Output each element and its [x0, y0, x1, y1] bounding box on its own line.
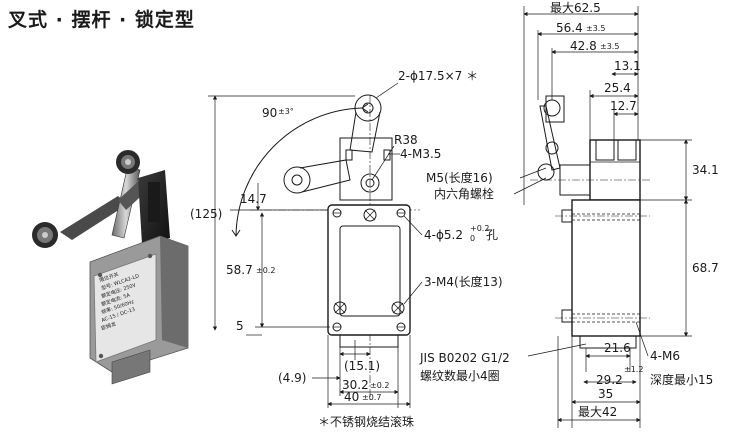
angle-tolerance: ±3° [278, 107, 294, 116]
dim-max-62-5: 最大62.5 [550, 1, 601, 15]
side-dimensions: 最大62.5 56.4 ±3.5 42.8 ±3.5 13.1 25.4 12.… [419, 1, 719, 428]
r38-label: R38 [394, 133, 418, 147]
dim-max-42: 最大42 [578, 405, 617, 419]
product-photo: 限位开关 型号: WLCA2-LD 额定电压: 250V 额定电流: 5A 频率… [32, 150, 189, 385]
jis-label-2: 螺纹数最小4圈 [420, 368, 500, 383]
dim-13-1: 13.1 [614, 59, 641, 73]
hole-tol-upper: +0.2 [470, 224, 489, 233]
m6-label: 4-M6 [650, 349, 680, 363]
nameplate-line: 欧姆龙 [100, 320, 116, 332]
dim-14-7: 14.7 [240, 192, 267, 206]
hole-spec: 4-ϕ5.2 [424, 228, 463, 242]
dim-29-2: 29.2 [596, 373, 623, 387]
m4-label: 3-M4(长度13) [424, 274, 503, 289]
m6-label-2: 深度最小15 [650, 372, 713, 387]
nameplate [93, 253, 157, 363]
front-dimensions: 2-ϕ17.5×7 ＊ R38 4-M3.5 (125) 14.7 4-ϕ5.2… [190, 69, 503, 429]
dim-30-2: 30.2 [342, 378, 369, 392]
dim-15-1: (15.1) [344, 359, 380, 373]
dim-42-8: 42.8 [570, 39, 597, 53]
dim-25-4: 25.4 [604, 81, 631, 95]
page-title: 叉式 · 摆杆 · 锁定型 [7, 8, 195, 31]
footnote: ＊不锈钢烧结滚珠 [318, 414, 414, 429]
roller-top-drawing [354, 94, 382, 122]
head-outline [339, 137, 393, 201]
dim-21-6: 21.6 [604, 341, 631, 355]
roller-spec: 2-ϕ17.5×7 ＊ [398, 69, 478, 83]
dim-5: 5 [236, 319, 244, 333]
dim-68-7: 68.7 [692, 261, 719, 275]
dim-4-9: (4.9) [278, 371, 306, 385]
jis-label: JIS B0202 G1/2 [419, 351, 510, 365]
dim-29-2-tol: ±1.2 [624, 365, 643, 374]
roller-left [32, 222, 58, 248]
front-view: 90 ±3° [231, 94, 420, 400]
dim-56-4-tol: ±3.5 [586, 24, 605, 33]
dim-40: 40 [344, 390, 359, 404]
hole-suffix: 孔 [486, 228, 498, 242]
hole-tol-lower: 0 [470, 234, 475, 243]
m5-label-2: 内六角螺栓 [434, 186, 494, 201]
angle-value: 90 [262, 106, 277, 120]
m5-label: M5(长度16) [426, 170, 493, 185]
dim-35: 35 [598, 387, 613, 401]
side-view [523, 6, 650, 349]
dim-12-7: 12.7 [610, 99, 637, 113]
dim-58-7: 58.7 [226, 263, 253, 277]
dim-58-7-tol: ±0.2 [256, 266, 275, 275]
dim-34-1: 34.1 [692, 163, 719, 177]
roller-left-drawing [283, 166, 311, 194]
roller-top [116, 150, 140, 174]
side-head [589, 139, 641, 201]
dim-125: (125) [190, 207, 222, 221]
side-body [571, 199, 641, 337]
dim-56-4: 56.4 [556, 21, 583, 35]
m35-label: 4-M3.5 [400, 147, 441, 161]
dim-40-tol: ±0.7 [362, 393, 381, 402]
dim-30-2-tol: ±0.2 [370, 381, 389, 390]
angle-arc [235, 107, 363, 237]
dim-42-8-tol: ±3.5 [600, 42, 619, 51]
